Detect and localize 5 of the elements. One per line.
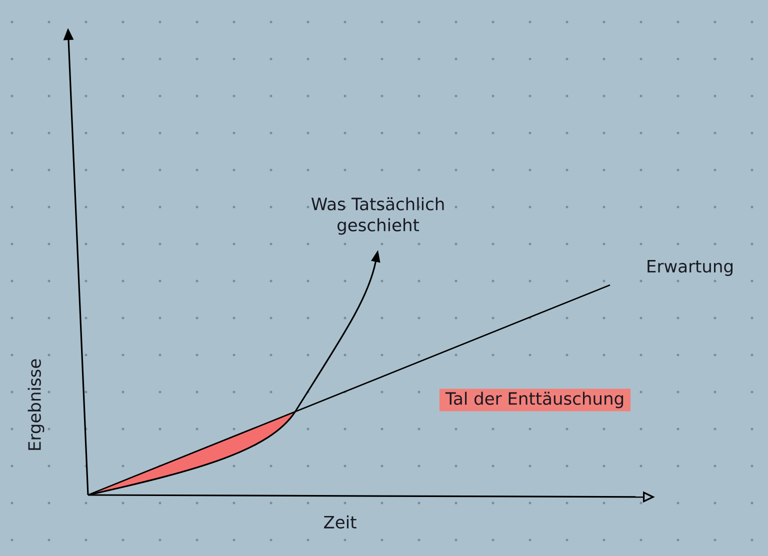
highlighted-label: Tal der Enttäuschung xyxy=(439,388,631,412)
line-label: Erwartung xyxy=(648,260,732,276)
curve-label: Was Tatsächlich geschieht xyxy=(311,197,444,235)
axis-label: Ergebnisse xyxy=(28,359,44,450)
axis-label: Zeit xyxy=(324,515,356,529)
